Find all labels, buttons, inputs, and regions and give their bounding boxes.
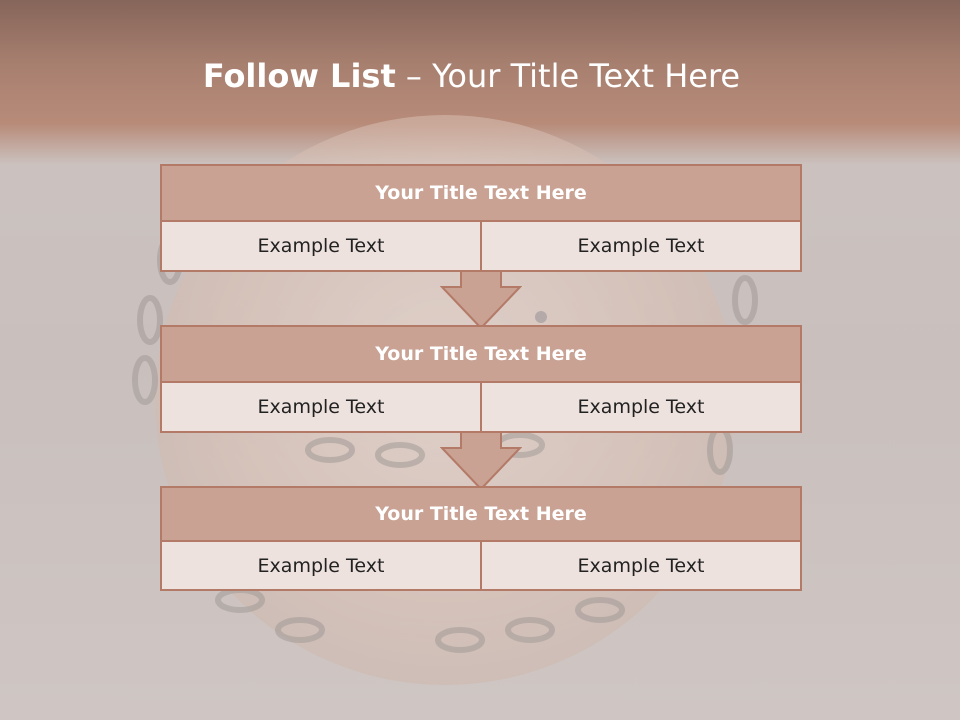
block-cell-right: Example Text: [482, 222, 802, 272]
block-title: Your Title Text Here: [160, 486, 802, 542]
list-block-3: Your Title Text Here Example Text Exampl…: [160, 486, 802, 591]
slide-title: Follow List – Your Title Text Here: [0, 52, 943, 100]
list-block-2: Your Title Text Here Example Text Exampl…: [160, 325, 802, 433]
down-arrow-icon: [440, 431, 522, 491]
block-cell-left: Example Text: [160, 542, 482, 591]
block-cell-left: Example Text: [160, 383, 482, 433]
block-cell-right: Example Text: [482, 542, 802, 591]
block-title: Your Title Text Here: [160, 325, 802, 383]
list-block-1: Your Title Text Here Example Text Exampl…: [160, 164, 802, 272]
block-cell-right: Example Text: [482, 383, 802, 433]
block-cell-left: Example Text: [160, 222, 482, 272]
block-title: Your Title Text Here: [160, 164, 802, 222]
down-arrow-icon: [440, 270, 522, 330]
slide-title-rest: – Your Title Text Here: [405, 57, 741, 95]
block-row: Example Text Example Text: [160, 542, 802, 591]
block-row: Example Text Example Text: [160, 383, 802, 433]
slide-title-bold: Follow List: [202, 57, 396, 95]
block-row: Example Text Example Text: [160, 222, 802, 272]
